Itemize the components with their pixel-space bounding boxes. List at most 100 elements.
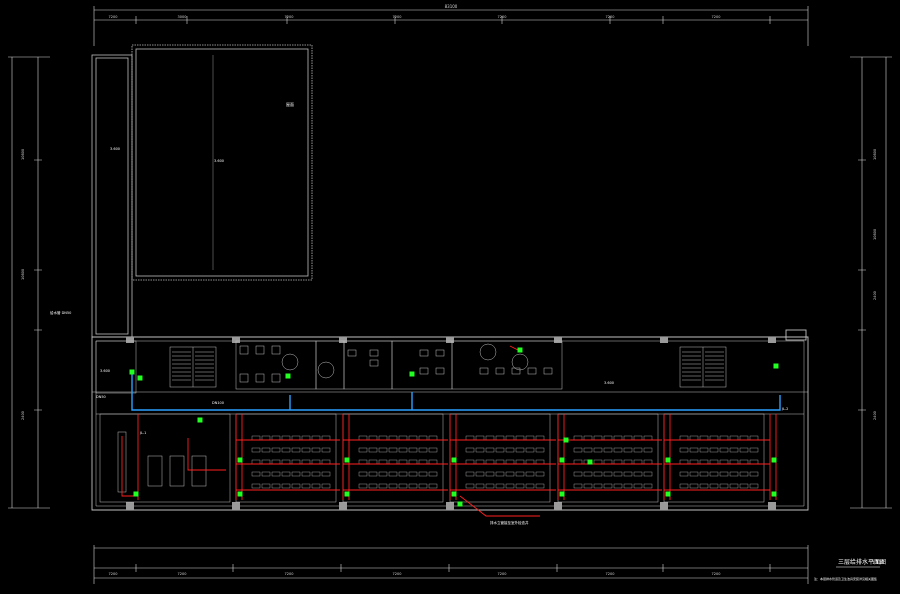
desk xyxy=(633,483,643,489)
dim-right-3: 2400 xyxy=(873,291,877,300)
desk xyxy=(535,435,545,441)
desk xyxy=(633,447,643,453)
desk xyxy=(465,435,475,441)
desk xyxy=(301,435,311,441)
dim-bottom-1: 7200 xyxy=(109,572,118,576)
fixture-symbol xyxy=(451,457,457,463)
desk xyxy=(251,459,261,465)
desk xyxy=(428,483,438,489)
desk xyxy=(251,435,261,441)
desk xyxy=(505,459,515,465)
fixture-symbol xyxy=(409,371,415,377)
drawing-note: 注：本层排水管道及卫生洁具安装详见相关图集 xyxy=(814,576,877,581)
desk xyxy=(729,483,739,489)
level-label-4: 3.600 xyxy=(100,369,110,373)
desk xyxy=(388,435,398,441)
dim-bottom-2: 7200 xyxy=(178,572,187,576)
desk xyxy=(535,447,545,453)
desk xyxy=(535,471,545,477)
desk xyxy=(418,459,428,465)
desk xyxy=(368,459,378,465)
desk xyxy=(643,435,653,441)
fixture-symbol xyxy=(457,501,463,507)
desk xyxy=(321,447,331,453)
plumbing-fixtures xyxy=(129,347,779,507)
fixture-symbol xyxy=(559,457,565,463)
desk xyxy=(633,471,643,477)
desk xyxy=(583,435,593,441)
desk xyxy=(271,447,281,453)
desk xyxy=(358,435,368,441)
desk xyxy=(388,447,398,453)
desk xyxy=(593,447,603,453)
desk xyxy=(475,435,485,441)
classrooms xyxy=(235,413,765,503)
fixture-symbol xyxy=(129,369,135,375)
desk xyxy=(573,435,583,441)
desk xyxy=(368,435,378,441)
desk xyxy=(475,471,485,477)
desk xyxy=(689,447,699,453)
desk xyxy=(709,483,719,489)
dim-top-5: 7200 xyxy=(498,15,507,19)
dimension-ticks xyxy=(34,16,866,572)
desk xyxy=(398,459,408,465)
fixture-symbol xyxy=(133,491,139,497)
desk xyxy=(643,483,653,489)
desk xyxy=(643,447,653,453)
left-note: 给水管 DN50 xyxy=(50,310,71,315)
stair-left xyxy=(169,346,217,388)
desk xyxy=(573,447,583,453)
level-label-1: 3.600 xyxy=(110,147,120,151)
dim-total-top: 83100 xyxy=(445,4,458,9)
desk xyxy=(623,483,633,489)
classroom-1 xyxy=(235,413,337,503)
desk xyxy=(739,459,749,465)
desk xyxy=(709,459,719,465)
desk xyxy=(643,471,653,477)
desk xyxy=(603,483,613,489)
desk xyxy=(613,483,623,489)
desk xyxy=(749,483,759,489)
fixture-symbol xyxy=(285,373,291,379)
desk xyxy=(301,483,311,489)
desk xyxy=(368,483,378,489)
desk xyxy=(398,435,408,441)
desk xyxy=(311,471,321,477)
desk xyxy=(729,435,739,441)
desk xyxy=(699,435,709,441)
desk xyxy=(593,483,603,489)
fixture-symbol xyxy=(137,375,143,381)
desk xyxy=(525,447,535,453)
level-label-3: 3.600 xyxy=(604,381,614,385)
desk xyxy=(623,471,633,477)
desk xyxy=(428,459,438,465)
desk xyxy=(311,447,321,453)
fixture-symbol xyxy=(771,491,777,497)
desk xyxy=(465,483,475,489)
desk xyxy=(311,435,321,441)
dim-bottom-4: 7200 xyxy=(393,572,402,576)
desk xyxy=(251,471,261,477)
desk xyxy=(593,471,603,477)
desk xyxy=(525,435,535,441)
desk xyxy=(525,471,535,477)
desk xyxy=(291,459,301,465)
desk xyxy=(321,471,331,477)
desk xyxy=(271,471,281,477)
desk xyxy=(271,435,281,441)
desk xyxy=(633,459,643,465)
desk xyxy=(408,471,418,477)
fixture-symbol xyxy=(665,457,671,463)
desk xyxy=(699,459,709,465)
desk xyxy=(613,435,623,441)
fixture-symbol xyxy=(451,491,457,497)
desk xyxy=(739,447,749,453)
classroom-4 xyxy=(557,413,659,503)
desk xyxy=(321,459,331,465)
desk xyxy=(729,471,739,477)
desk xyxy=(321,483,331,489)
desk xyxy=(515,435,525,441)
desk xyxy=(281,471,291,477)
desk xyxy=(495,471,505,477)
